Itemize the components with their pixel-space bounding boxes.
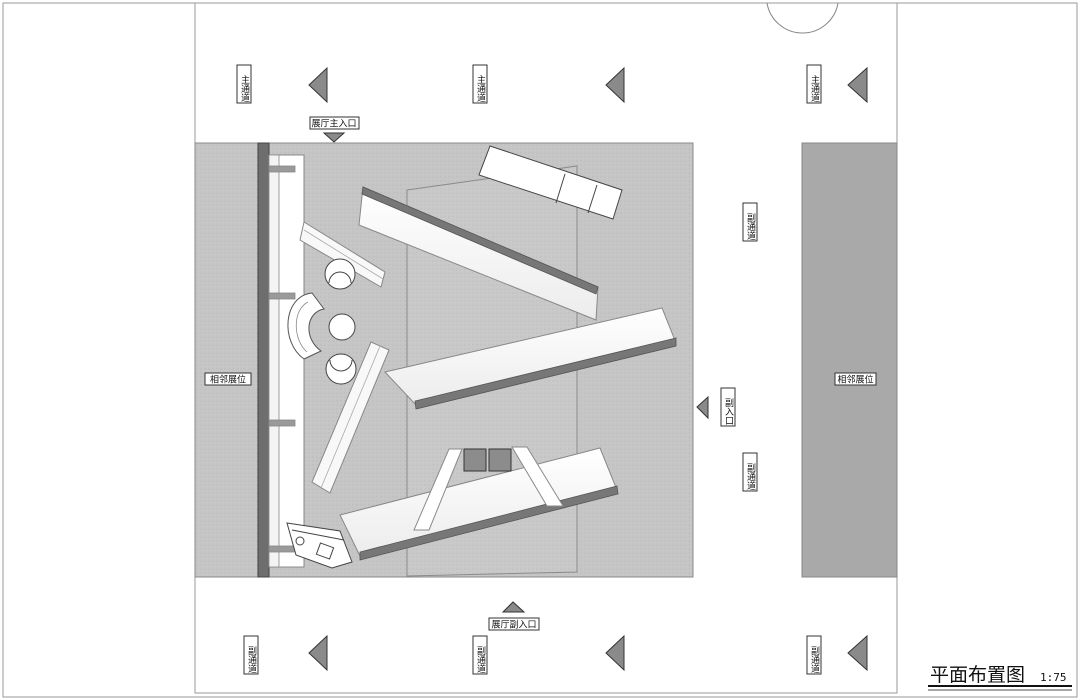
hall-main-entrance-label: 展厅主入口 [311, 118, 356, 130]
diagonal-beam-upper [299, 221, 386, 288]
drawing-scale: 1:75 [1040, 671, 1067, 684]
aisle-arrows [308, 66, 868, 672]
side-aisle-label: 副通道 [475, 646, 486, 674]
side-aisle-label: 副通道 [745, 213, 756, 241]
hall-side-entrance-label: 展厅副入口 [491, 620, 536, 631]
equipment-unit [286, 522, 353, 569]
side-aisle-label: 副通道 [246, 646, 257, 674]
stool-2 [488, 448, 512, 472]
a-frame-legs [413, 446, 564, 531]
arrow-up-icon [501, 601, 526, 613]
back-wall [257, 142, 270, 578]
arrow-down-icon [322, 132, 346, 143]
wall-posts [268, 165, 296, 553]
side-aisle-label: 副通道 [745, 463, 756, 491]
arrow-left-icon [308, 66, 328, 104]
side-entrance-label: 副入口 [723, 398, 734, 425]
adjacent-booth-label: 相邻展位 [837, 374, 873, 386]
display-beam-1 [358, 186, 599, 321]
main-aisle-label: 主通道 [239, 74, 250, 103]
arrow-left-icon [847, 634, 868, 672]
round-table [328, 313, 356, 341]
side-aisle-label: 副通道 [809, 646, 820, 674]
curved-sofa [287, 292, 325, 360]
stool-1 [463, 448, 487, 472]
arrow-left-icon [847, 66, 868, 104]
diagonal-beam-lower [311, 341, 390, 494]
main-aisle-label: 主通道 [475, 74, 486, 103]
armchair-bottom [325, 353, 357, 385]
armchair-top [324, 258, 356, 290]
column-arc [766, 2, 839, 34]
arrow-left-icon [605, 66, 625, 104]
top-cabinet [478, 145, 623, 220]
display-beam-2 [384, 307, 677, 410]
drawing-title: 平面布置图 [930, 664, 1025, 686]
main-aisle-label: 主通道 [809, 74, 820, 103]
label-boxes [204, 64, 877, 675]
arrow-left-icon [308, 634, 328, 672]
adjacent-booth-right [801, 142, 898, 578]
arrow-left-icon [605, 634, 625, 672]
arrow-left-icon [696, 395, 709, 420]
adjacent-booth-label: 相邻展位 [210, 374, 246, 386]
